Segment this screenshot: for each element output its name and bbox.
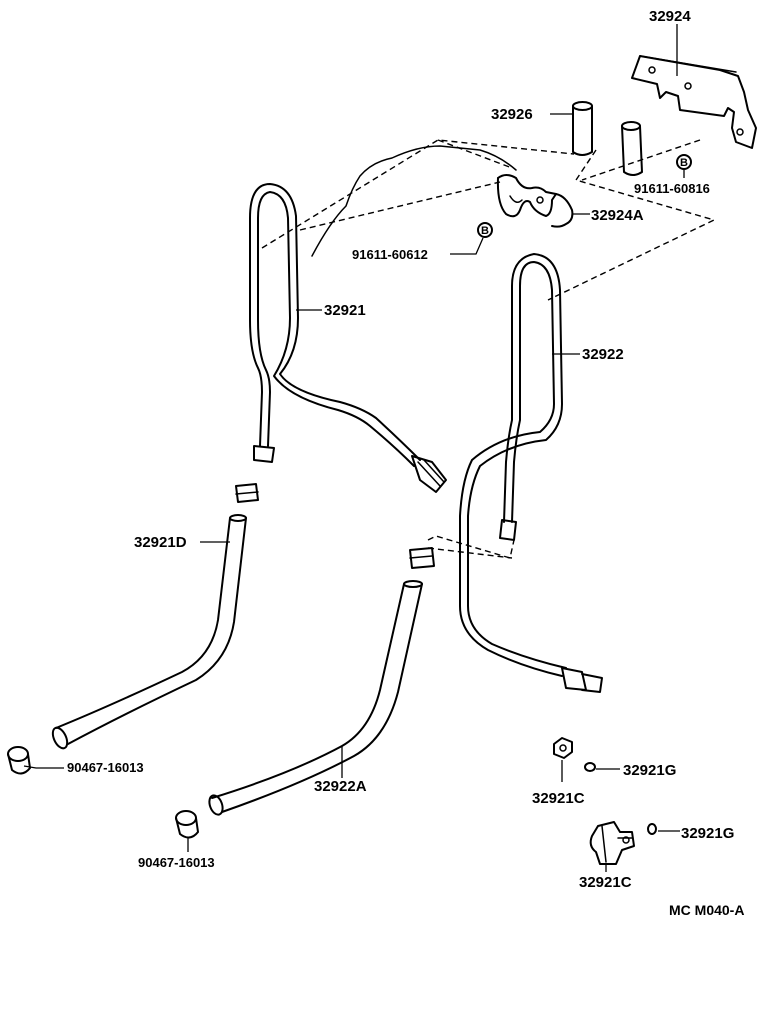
hose-clamp-bottom [175,810,199,839]
badge-b1: B [680,157,688,169]
label-91611-60612: 91611-60612 [352,247,428,262]
sleeve-32926-right [621,121,643,176]
label-32921C-lower: 32921C [579,874,632,891]
o-ring-32921G-upper [584,762,596,772]
label-90467-bottom: 90467-16013 [138,855,215,870]
union-32921C-lower [589,821,635,865]
clamp-32924A [496,174,574,228]
label-32926: 32926 [491,106,533,123]
label-32922A: 32922A [314,778,367,795]
pipe-32921 [249,183,447,493]
label-32921D: 32921D [134,534,187,551]
hose-clamp-left [7,746,31,775]
label-32921G-lower: 32921G [681,825,734,842]
label-32921G-upper: 32921G [623,762,676,779]
badge-b2: B [481,225,489,237]
label-32921: 32921 [324,302,366,319]
label-32924: 32924 [649,8,691,25]
label-32924A: 32924A [591,207,644,224]
bolt-91611-60612: B [477,222,493,238]
engine-outline [311,145,517,257]
label-32921C-upper: 32921C [532,790,585,807]
bolt-91611-60816: B [676,154,692,170]
bracket-32924 [631,55,757,149]
union-nut-32921C-upper [553,737,573,759]
clip-upper-left [235,483,259,503]
clip-upper-right [409,547,435,569]
hose-32921D [51,514,247,750]
label-91611-60816: 91611-60816 [634,181,710,196]
label-32922: 32922 [582,346,624,363]
pipe-32922 [459,253,603,693]
label-90467-left: 90467-16013 [67,760,144,775]
leader-90467-left [23,765,64,769]
leader-91611-60612 [450,237,484,255]
o-ring-32921G-lower [647,823,657,835]
footer-code: MC M040-A [669,902,744,918]
assembly-dashed-lines [261,139,716,559]
sleeve-32926-left [572,101,593,156]
